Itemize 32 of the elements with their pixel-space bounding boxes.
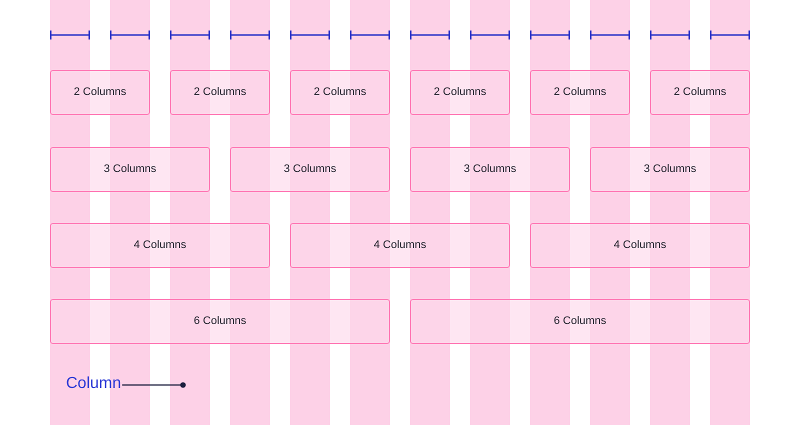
span-label: 3 Columns <box>464 163 516 176</box>
grid-span-block <box>170 70 270 115</box>
callout-label: Column <box>66 375 122 393</box>
span-label: 2 Columns <box>74 86 126 99</box>
grid-span-block <box>50 223 270 268</box>
span-label: 3 Columns <box>104 163 156 176</box>
grid-span-block <box>530 70 630 115</box>
span-label: 2 Columns <box>194 86 246 99</box>
grid-span-block <box>50 147 210 192</box>
grid-span-block <box>290 223 510 268</box>
span-label: 2 Columns <box>434 86 486 99</box>
span-label: 4 Columns <box>134 239 186 252</box>
grid-span-block <box>530 223 750 268</box>
span-label: 3 Columns <box>284 163 336 176</box>
grid-span-block <box>290 70 390 115</box>
span-label: 4 Columns <box>614 239 666 252</box>
grid-span-block <box>230 147 390 192</box>
span-label: 2 Columns <box>674 86 726 99</box>
grid-span-block <box>50 70 150 115</box>
span-label: 6 Columns <box>554 315 606 328</box>
grid-span-block <box>650 70 750 115</box>
grid-span-block <box>410 147 570 192</box>
grid-span-block <box>410 70 510 115</box>
leader-line <box>122 382 186 388</box>
span-label: 3 Columns <box>644 163 696 176</box>
span-label: 4 Columns <box>374 239 426 252</box>
span-label: 2 Columns <box>554 86 606 99</box>
span-label: 2 Columns <box>314 86 366 99</box>
grid-span-block <box>410 299 750 344</box>
span-label: 6 Columns <box>194 315 246 328</box>
grid-span-block <box>50 299 390 344</box>
grid-span-block <box>590 147 750 192</box>
